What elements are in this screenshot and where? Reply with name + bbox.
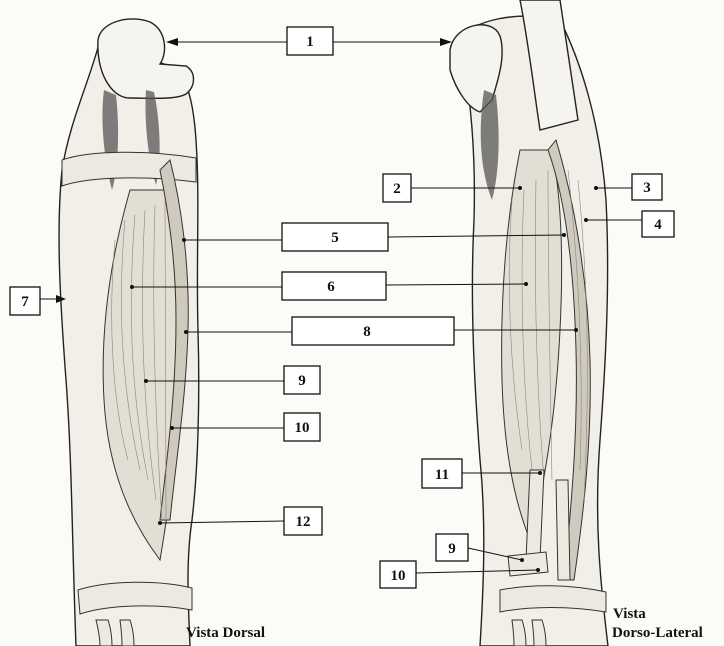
label-box-9-left: 9 (284, 366, 320, 394)
caption-vista-dorsal: Vista Dorsal (186, 625, 265, 641)
label-12-text: 12 (296, 514, 311, 530)
caption-vista-dorso-lateral-line2: Dorso-Lateral (612, 625, 703, 641)
label-3-text: 3 (643, 180, 651, 196)
label-box-6: 6 (282, 272, 386, 300)
label-6-text: 6 (327, 279, 335, 295)
label-box-10-left: 10 (284, 413, 320, 441)
label-7-text: 7 (21, 294, 29, 310)
label-10-right-text: 10 (391, 568, 406, 584)
label-box-2: 2 (383, 174, 411, 202)
label-box-3: 3 (632, 174, 662, 200)
label-5-text: 5 (331, 230, 339, 246)
label-box-7: 7 (10, 287, 40, 315)
label-box-4: 4 (642, 211, 674, 237)
label-8-text: 8 (363, 324, 371, 340)
label-4-text: 4 (654, 217, 662, 233)
label-box-12: 12 (284, 507, 322, 535)
label-2-text: 2 (393, 181, 401, 197)
label-box-1: 1 (287, 27, 333, 55)
label-box-8: 8 (292, 317, 454, 345)
label-10-left-text: 10 (295, 420, 310, 436)
label-11-text: 11 (435, 467, 449, 483)
label-9-left-text: 9 (298, 373, 306, 389)
label-box-9-right: 9 (436, 534, 468, 561)
label-1-text: 1 (306, 34, 314, 50)
dorsal-view-leg-illustration (59, 19, 199, 646)
label-box-11: 11 (422, 459, 462, 488)
label-9-right-text: 9 (448, 541, 456, 557)
caption-vista-dorso-lateral-line1: Vista (613, 606, 646, 622)
label-box-5: 5 (282, 223, 388, 251)
label-box-10-right: 10 (380, 561, 416, 588)
